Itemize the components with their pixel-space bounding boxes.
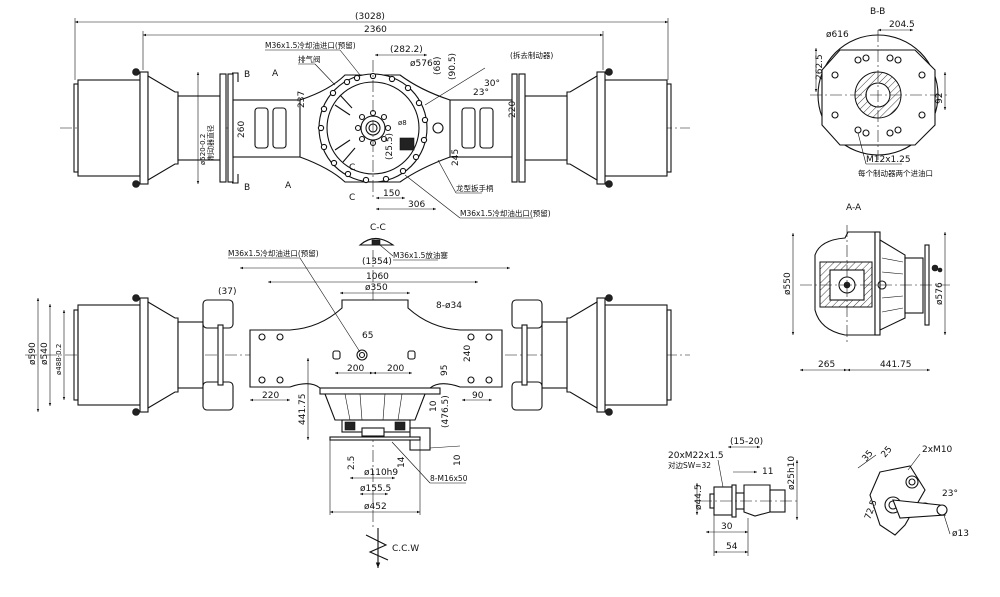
dim-14: 14 <box>397 456 407 468</box>
dim-90-5: (90.5) <box>448 53 458 80</box>
dim-204-5: 204.5 <box>889 20 915 30</box>
dim-25-5: (25.5) <box>385 133 395 160</box>
thread-m10: 2xM10 <box>922 445 953 455</box>
note-brake-diameter: 制动器直径 <box>206 125 215 160</box>
dim-576-aa: ø576 <box>935 282 945 305</box>
dim-10-b: 10 <box>453 454 463 466</box>
dim-2-5: 2.5 <box>347 456 357 470</box>
note-brake-inlets: 每个制动器两个进油口 <box>858 168 933 178</box>
dim-237: 237 <box>297 91 307 108</box>
dim-8-34: 8-ø34 <box>436 301 462 311</box>
note-brake-removed: (拆去制动器) <box>510 50 553 60</box>
dim-54: 54 <box>726 542 738 552</box>
dim-3028: (3028) <box>355 12 385 22</box>
dim-200-left: 200 <box>347 364 364 374</box>
section-marker-a-top: A <box>272 69 279 79</box>
note-vent-valve: 排气阀 <box>298 54 321 64</box>
right-brake-drum <box>511 68 672 188</box>
dim-13: ø13 <box>952 529 969 539</box>
section-marker-a-bottom: A <box>285 181 292 191</box>
wheel-stud-detail: (15-20) 20xM22x1.5 对边SW=32 11 ø25h10 ø44… <box>668 437 800 556</box>
dim-265: 265 <box>818 360 835 370</box>
dim-260: 260 <box>237 121 247 138</box>
dim-15-20: (15-20) <box>730 437 763 447</box>
dim-441-75-aa: 441.75 <box>880 360 912 370</box>
dim-550: ø550 <box>783 272 793 295</box>
dim-306: 306 <box>408 200 425 210</box>
dim-37: (37) <box>218 287 236 297</box>
right-wheel-hub <box>511 294 672 416</box>
angle-23-lever: 23° <box>942 489 958 499</box>
dim-25h10: ø25h10 <box>787 456 797 490</box>
dim-240: 240 <box>463 345 473 362</box>
dim-220: 220 <box>508 101 518 118</box>
dim-576: ø576 <box>410 59 433 69</box>
dim-488: ø488-0.2 <box>55 344 63 375</box>
rotation-arrow-icon <box>365 528 389 568</box>
thread-m12: M12x1.25 <box>866 155 911 165</box>
dim-8: ø8 <box>398 119 407 127</box>
angle-23: 23° <box>473 88 489 98</box>
differential-lower <box>319 387 461 451</box>
dim-35: 35 <box>861 449 876 464</box>
dim-25-lever: 25 <box>880 445 895 460</box>
section-c-c-title: C-C <box>370 223 386 233</box>
note-coolant-outlet: M36x1.5冷却油出口(预留) <box>460 208 551 218</box>
note-drain-plug: M36x1.5放油塞 <box>393 250 448 260</box>
dim-262-5: 262.5 <box>815 54 825 80</box>
brake-lever-detail: 35 25 2xM10 72.5 23° ø13 <box>857 445 969 539</box>
thread-m22: 20xM22x1.5 <box>668 451 724 461</box>
dim-282-2: (282.2) <box>390 45 423 55</box>
section-c-c: C-C M36x1.5放油塞 <box>358 223 448 261</box>
brake-handle <box>399 137 415 151</box>
dim-476-5: (476.5) <box>441 395 451 428</box>
axle-housing-front <box>249 299 503 389</box>
dim-1060: 1060 <box>366 272 389 282</box>
dim-95: 95 <box>440 365 450 376</box>
dim-90: 90 <box>472 391 484 401</box>
section-marker-b-bottom: B <box>244 183 250 193</box>
dim-1354: (1354) <box>362 257 392 267</box>
dim-30: 30 <box>721 522 733 532</box>
dim-110h9: ø110h9 <box>364 468 398 478</box>
section-a-a-title: A-A <box>846 203 862 213</box>
dim-441-75-front: 441.75 <box>298 394 308 426</box>
dim-520: ø520-0.2 <box>199 134 207 165</box>
dim-155-5: ø155.5 <box>360 484 391 494</box>
front-view: M36x1.5冷却油进口(预留) (1354) 1060 ø350 (37) 8… <box>25 248 690 568</box>
dim-220-front: 220 <box>262 391 279 401</box>
dim-200-right: 200 <box>387 364 404 374</box>
section-b-b-title: B-B <box>870 7 885 17</box>
dim-616: ø616 <box>826 30 849 40</box>
section-b-b: B-B ø616 204.5 262.5 92 M12x1.25 每个制动器两个… <box>810 7 948 178</box>
rotation-label: C.C.W <box>392 544 419 554</box>
dim-2360: 2360 <box>364 25 387 35</box>
differential-housing <box>299 60 451 200</box>
dim-65: 65 <box>362 331 373 341</box>
section-marker-c: C <box>349 193 355 203</box>
dim-44-5: ø44.5 <box>694 484 704 510</box>
top-view: (3028) 2360 <box>60 12 690 219</box>
wrench-size: 对边SW=32 <box>668 460 711 470</box>
dim-590: ø590 <box>28 342 38 365</box>
note-coolant-inlet-front: M36x1.5冷却油进口(预留) <box>228 248 319 258</box>
left-wheel-hub <box>73 294 234 416</box>
note-coolant-inlet: M36x1.5冷却油进口(预留) <box>265 40 356 50</box>
dim-350: ø350 <box>365 283 388 293</box>
dim-150: 150 <box>383 189 400 199</box>
dim-11: 11 <box>762 467 773 477</box>
angle-30: 30° <box>484 79 500 89</box>
section-a-a: A-A ø550 ø576 265 441.75 <box>783 203 950 372</box>
dim-10-a: 10 <box>429 400 439 412</box>
section-marker-c-2: C <box>349 163 355 173</box>
dim-452: ø452 <box>364 502 387 512</box>
dim-245: 245 <box>451 149 461 166</box>
dim-92: 92 <box>935 93 945 104</box>
dim-68: (68) <box>433 57 443 75</box>
dim-bolts-8-m16: 8-M16x50 <box>430 474 468 483</box>
section-marker-b-top: B <box>244 70 250 80</box>
dim-540: ø540 <box>40 342 50 365</box>
note-wrench-handle: 龙型扳手柄 <box>456 183 494 193</box>
